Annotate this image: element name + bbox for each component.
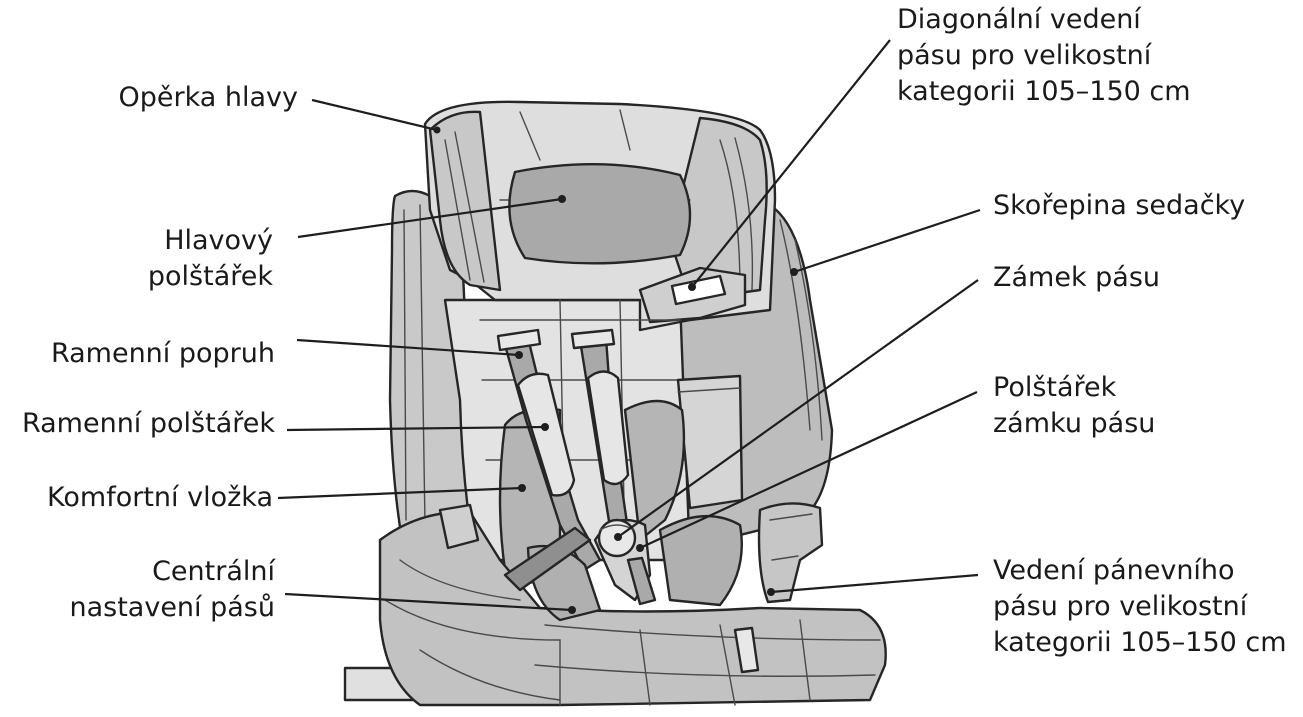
leader-dot-buckle-pad	[636, 544, 644, 552]
label-lap-guide-line-1: Vedení pánevního	[993, 553, 1287, 589]
leader-dot-head-rest	[434, 127, 441, 134]
leader-dot-comfort-insert	[518, 484, 526, 492]
leader-shell	[794, 210, 980, 272]
label-buckle: Zámek pásu	[993, 260, 1160, 296]
head-cushion	[509, 164, 690, 263]
label-head-cushion-line-2: polštářek	[148, 259, 273, 295]
label-buckle-pad-line-1: Polštářek	[993, 370, 1155, 406]
label-diagonal-guide-line-3: kategorii 105–150 cm	[897, 74, 1191, 110]
label-lap-guide: Vedení pánevního pásu pro velikostní kat…	[993, 553, 1287, 661]
label-diagonal-guide-line-2: pásu pro velikostní	[897, 38, 1191, 74]
leader-dot-shell	[790, 268, 798, 276]
label-head-cushion: Hlavový polštářek	[148, 223, 273, 295]
label-lap-guide-line-2: pásu pro velikostní	[993, 589, 1287, 625]
leader-dot-head-cushion	[558, 195, 566, 203]
label-shell: Skořepina sedačky	[993, 188, 1245, 224]
label-diagonal-guide: Diagonální vedení pásu pro velikostní ka…	[897, 2, 1191, 110]
leader-dot-shoulder-pad	[541, 423, 549, 431]
label-central-adjust: Centrální nastavení pásů	[69, 554, 275, 626]
leader-dot-central-adjust	[568, 606, 576, 614]
label-shoulder-strap: Ramenní popruh	[51, 336, 275, 372]
label-head-cushion-line-1: Hlavový	[148, 223, 273, 259]
label-diagonal-guide-line-1: Diagonální vedení	[897, 2, 1191, 38]
lap-belt-guide	[759, 503, 822, 602]
label-buckle-pad: Polštářek zámku pásu	[993, 370, 1155, 442]
leader-dot-lap-guide	[767, 588, 775, 596]
label-buckle-pad-line-2: zámku pásu	[993, 406, 1155, 442]
label-central-adjust-line-1: Centrální	[69, 554, 275, 590]
leader-head-rest	[312, 100, 437, 130]
label-shoulder-pad: Ramenní polštářek	[22, 406, 275, 442]
leader-dot-buckle	[614, 533, 622, 541]
leader-dot-diagonal-guide	[688, 283, 696, 291]
label-lap-guide-line-3: kategorii 105–150 cm	[993, 625, 1287, 661]
label-central-adjust-line-2: nastavení pásů	[69, 590, 275, 626]
leader-dot-shoulder-strap	[515, 351, 523, 359]
label-comfort-insert: Komfortní vložka	[47, 480, 273, 516]
label-head-rest: Opěrka hlavy	[118, 80, 298, 116]
leader-lap-guide	[771, 575, 978, 592]
